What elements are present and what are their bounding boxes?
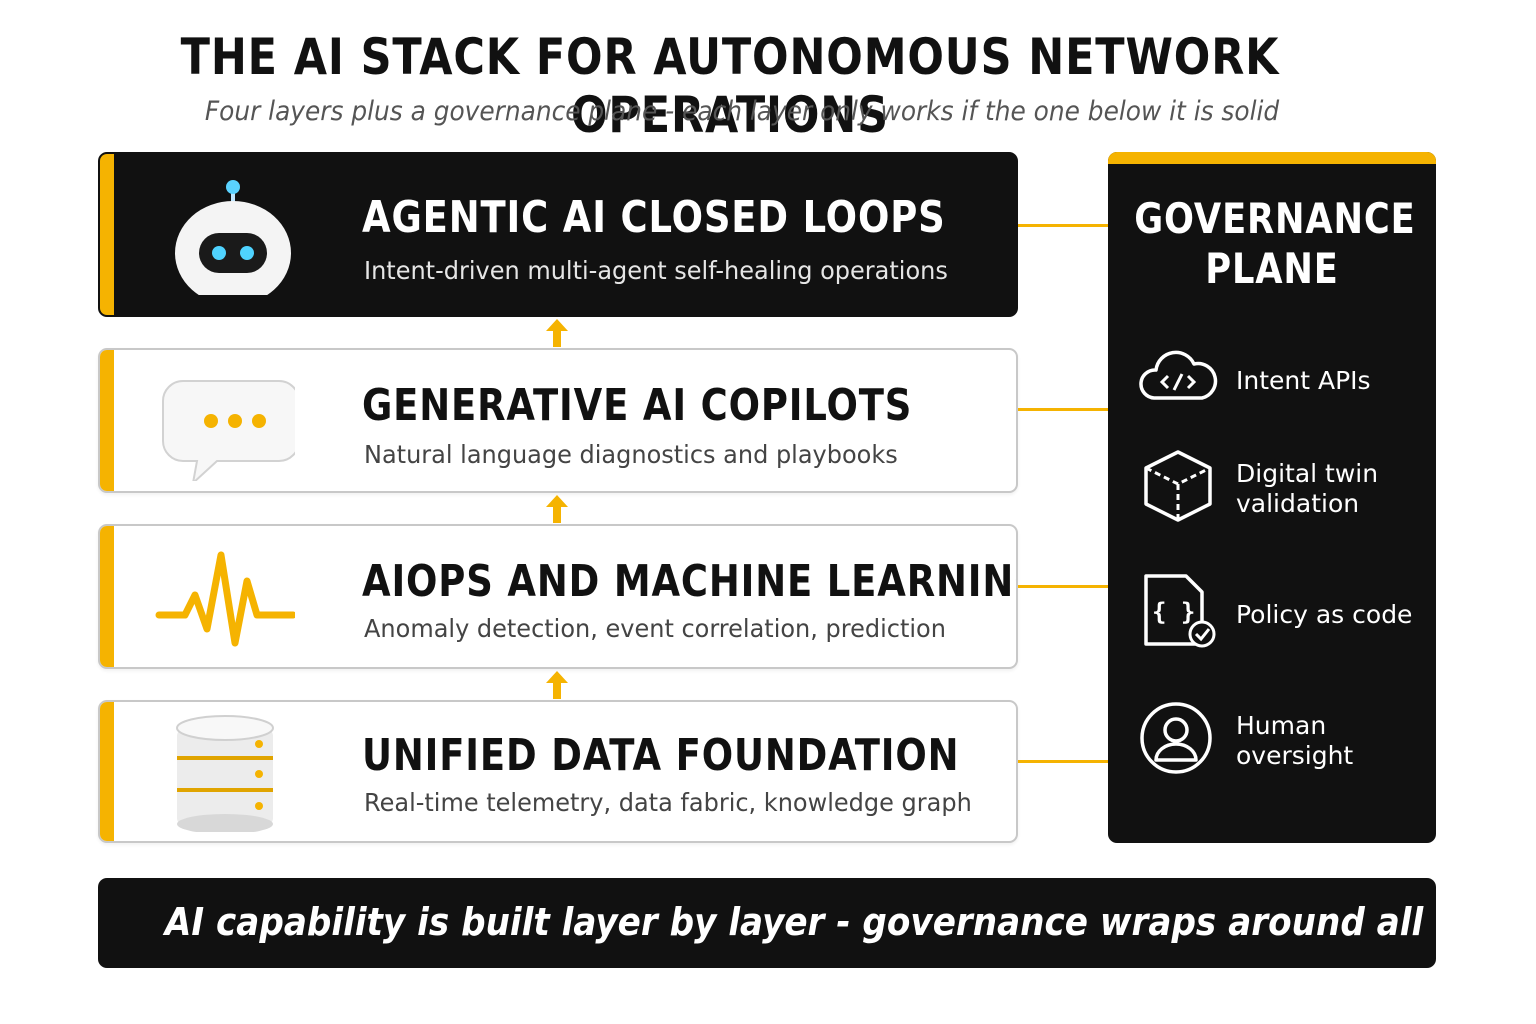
robot-icon [175,179,291,295]
layer-agentic-ai: AGENTIC AI CLOSED LOOPS Intent-driven mu… [98,152,1018,317]
layer-description: Real-time telemetry, data fabric, knowle… [364,788,972,817]
governance-accent-bar [1108,152,1436,164]
cube-outline-icon [1144,450,1212,522]
layer-title: AIOPS AND MACHINE LEARNING [362,556,1018,607]
layer-description: Natural language diagnostics and playboo… [364,440,898,469]
layer-title: UNIFIED DATA FOUNDATION [362,730,960,781]
arrow-up-icon [546,319,568,347]
connector-line [1018,585,1108,588]
layer-description: Intent-driven multi-agent self-healing o… [364,256,948,285]
cloud-code-icon [1139,350,1218,400]
footer-banner: AI capability is built layer by layer - … [98,878,1514,968]
connector-line [1018,760,1108,763]
layer-accent-bar [100,350,114,491]
governance-item-label: Intent APIs [1236,366,1371,395]
governance-title-line2: PLANE [1205,244,1339,293]
governance-item-human-oversight: Human oversight [1136,696,1426,786]
governance-item-label: Policy as code [1236,600,1413,629]
layer-description: Anomaly detection, event correlation, pr… [364,614,946,643]
database-icon [176,714,274,832]
governance-item-label: Human oversight [1236,711,1354,770]
page-title: THE AI STACK FOR AUTONOMOUS NETWORK OPER… [180,28,1280,144]
code-document-check-icon: { } [1144,574,1216,648]
layer-title: GENERATIVE AI COPILOTS [362,380,913,431]
footer-text: AI capability is built layer by layer - … [164,900,1514,944]
layer-accent-bar [100,154,114,315]
page-subtitle: Four layers plus a governance plane - ea… [204,96,1280,127]
governance-item-policy-as-code: { } Policy as code [1136,570,1426,660]
svg-text:{ }: { } [1152,598,1195,626]
pulse-waveform-icon [155,551,295,646]
governance-item-digital-twin: Digital twin validation [1136,444,1426,534]
governance-item-intent-apis: Intent APIs [1136,336,1426,426]
layer-title: AGENTIC AI CLOSED LOOPS [362,192,946,243]
connector-line [1018,224,1108,227]
layer-generative-ai: GENERATIVE AI COPILOTS Natural language … [98,348,1018,493]
layer-accent-bar [100,526,114,667]
connector-line [1018,408,1108,411]
layer-aiops-ml: AIOPS AND MACHINE LEARNING Anomaly detec… [98,524,1018,669]
arrow-up-icon [546,671,568,699]
user-circle-icon [1140,702,1212,774]
layer-accent-bar [100,702,114,841]
governance-title: GOVERNANCE PLANE [1134,194,1416,294]
governance-plane: GOVERNANCE PLANE Intent APIs Digital twi… [1108,152,1436,843]
arrow-up-icon [546,495,568,523]
governance-item-label: Digital twin validation [1236,459,1379,518]
chat-bubble-icon [162,379,295,481]
governance-title-line1: GOVERNANCE [1134,194,1416,243]
layer-data-foundation: UNIFIED DATA FOUNDATION Real-time teleme… [98,700,1018,843]
